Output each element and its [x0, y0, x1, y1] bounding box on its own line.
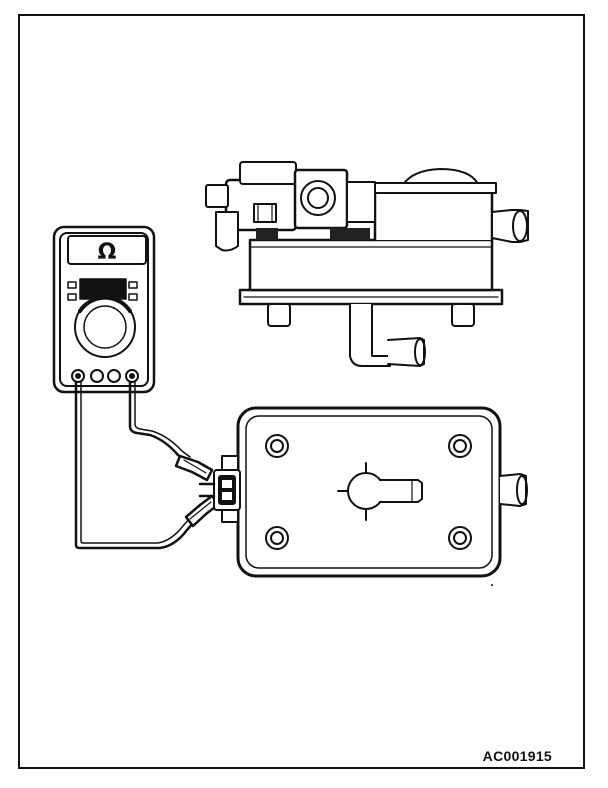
figure-frame — [18, 14, 585, 769]
valve-side-view — [205, 161, 529, 367]
meter-jacks — [71, 369, 139, 383]
probe-upper — [174, 454, 214, 482]
mounting-holes — [265, 434, 472, 550]
meter-display — [67, 235, 147, 265]
valve-bottom-view — [198, 406, 528, 578]
figure-code: AC001915 — [482, 748, 552, 764]
ohm-symbol: Ω — [98, 240, 117, 265]
multimeter: Ω — [52, 225, 156, 394]
test-leads — [74, 380, 221, 550]
harness-connector — [198, 455, 241, 523]
